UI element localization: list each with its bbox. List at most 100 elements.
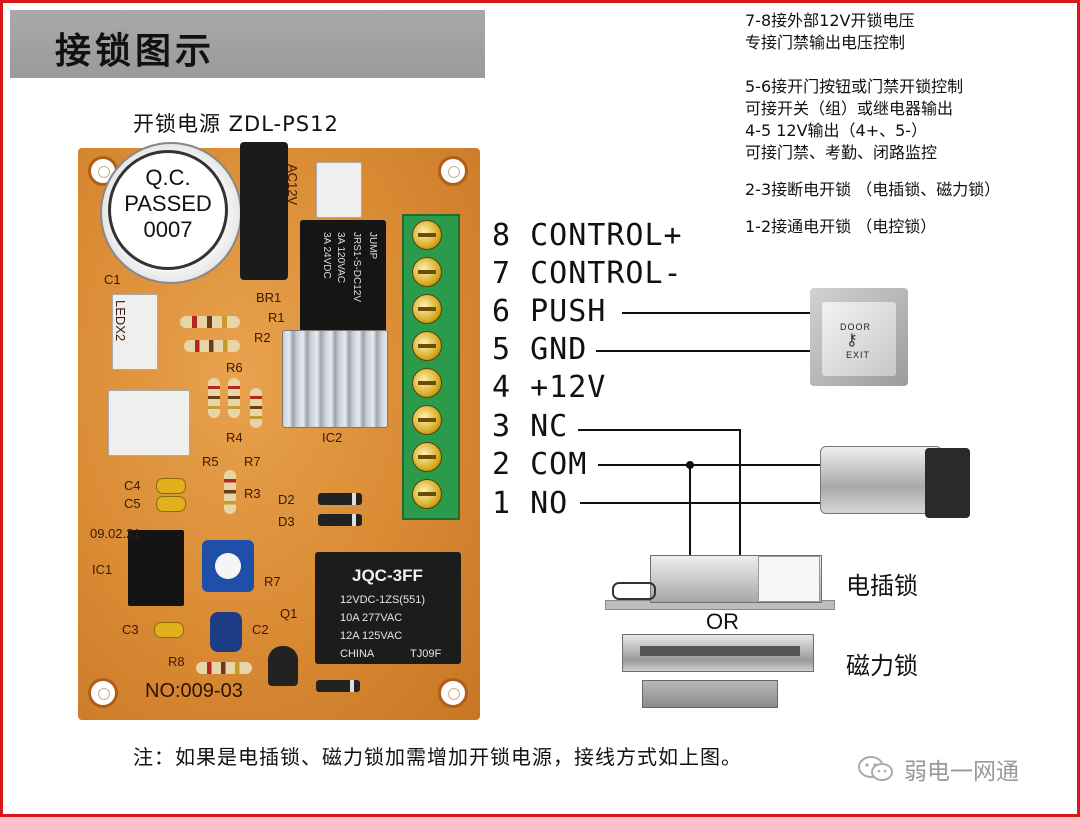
terminal-label-3: 3 NC bbox=[492, 409, 569, 444]
small-relay-text: JRS1-S-DC12V bbox=[351, 232, 362, 303]
board-number: NO:009-03 bbox=[145, 680, 243, 702]
capacitor bbox=[156, 478, 186, 494]
note-fail-safe: 2-3接断电开锁 （电插锁、磁力锁） bbox=[745, 179, 1065, 201]
resistor bbox=[180, 316, 240, 328]
note-line: 5-6接开门按钮或门禁开锁控制 bbox=[745, 77, 964, 96]
note-fail-secure: 1-2接通电开锁 （电控锁） bbox=[745, 216, 1065, 238]
transistor bbox=[268, 646, 298, 686]
psu-model-label: 开锁电源 ZDL-PS12 bbox=[133, 112, 339, 136]
terminal-screw-1 bbox=[412, 479, 442, 509]
terminal-screw-5 bbox=[412, 331, 442, 361]
resistor bbox=[184, 340, 240, 352]
ic-chip bbox=[128, 530, 184, 606]
small-relay-text: 3A 120VAC bbox=[335, 232, 346, 283]
note-line: 可接门禁、考勤、闭路监控 bbox=[745, 143, 938, 162]
note-line: 1-2接通电开锁 （电控锁） bbox=[745, 217, 937, 236]
silk-label: C2 bbox=[252, 622, 269, 637]
qc-text: 0007 bbox=[143, 217, 193, 242]
qc-text: Q.C. bbox=[145, 165, 191, 190]
bolt-lock-label bbox=[758, 556, 820, 602]
resistor bbox=[224, 470, 236, 514]
terminal-label-1: 1 NO bbox=[492, 486, 569, 521]
small-relay-brand: JUMP bbox=[367, 232, 378, 260]
silk-label: R2 bbox=[254, 330, 271, 345]
exit-button-top-text: DOOR bbox=[840, 322, 871, 332]
silk-label: R8 bbox=[168, 654, 185, 669]
diode bbox=[318, 514, 362, 526]
silk-label: 09.02.21 bbox=[90, 526, 141, 541]
silk-label: D3 bbox=[278, 514, 295, 529]
main-relay-text: 10A 277VAC bbox=[340, 612, 403, 624]
terminal-label-2: 2 COM bbox=[492, 447, 588, 482]
aux-connector bbox=[108, 390, 190, 456]
silk-label: R6 bbox=[226, 360, 243, 375]
silk-label: LEDX2 bbox=[113, 300, 128, 342]
mount-hole bbox=[438, 678, 468, 708]
silk-label: R7 bbox=[264, 574, 281, 589]
silk-label: IC1 bbox=[92, 562, 113, 577]
magnetic-lock-groove bbox=[640, 646, 800, 656]
wechat-icon bbox=[858, 756, 893, 781]
main-relay bbox=[315, 552, 461, 664]
main-relay-code: TJ09F bbox=[410, 648, 442, 660]
resistor bbox=[208, 378, 220, 418]
magnetic-lock-armature bbox=[642, 680, 778, 708]
electrolytic-capacitor bbox=[210, 612, 242, 652]
watermark: 弱电一网通 bbox=[904, 759, 1019, 785]
exit-button-face bbox=[822, 302, 896, 376]
diode bbox=[316, 680, 360, 692]
terminal-screw-4 bbox=[412, 368, 442, 398]
silk-label: R7 bbox=[244, 454, 261, 469]
silk-label: BR1 bbox=[256, 290, 282, 305]
potentiometer bbox=[202, 540, 254, 592]
silk-label: R5 bbox=[202, 454, 219, 469]
capacitor bbox=[156, 496, 186, 512]
diode bbox=[318, 493, 362, 505]
led-connector bbox=[112, 294, 158, 370]
exit-button-bottom-text: EXIT bbox=[846, 350, 871, 360]
silk-label: C3 bbox=[122, 622, 139, 637]
capacitor bbox=[154, 622, 184, 638]
strike-lock-end bbox=[925, 448, 970, 518]
main-relay-text: 12VDC-1ZS(551) bbox=[340, 594, 425, 606]
terminal-screw-2 bbox=[412, 442, 442, 472]
terminal-label-8: 8 CONTROL+ bbox=[492, 218, 683, 253]
note-push-button: 5-6接开门按钮或门禁开锁控制 可接开关（组）或继电器输出 4-5 12V输出（… bbox=[745, 76, 1065, 164]
note-line: 可接开关（组）或继电器输出 bbox=[745, 99, 954, 118]
silk-label: R4 bbox=[226, 430, 243, 445]
page-title: 接锁图示 bbox=[55, 31, 216, 72]
terminal-screw-8 bbox=[412, 220, 442, 250]
bolt-lock-wire-coil bbox=[612, 582, 656, 600]
silk-label: D2 bbox=[278, 492, 295, 507]
mount-hole bbox=[438, 156, 468, 186]
terminal-screw-7 bbox=[412, 257, 442, 287]
key-icon: ⚷ bbox=[846, 330, 858, 349]
main-relay-text: CHINA bbox=[340, 648, 375, 660]
main-relay-model: JQC-3FF bbox=[352, 566, 423, 585]
terminal-label-6: 6 PUSH bbox=[492, 294, 607, 329]
note-line: 4-5 12V输出（4+、5-） bbox=[745, 121, 928, 140]
ac-connector bbox=[316, 162, 362, 218]
note-line: 7-8接外部12V开锁电压 bbox=[745, 11, 915, 30]
electric-strike-lock bbox=[820, 446, 942, 514]
resistor bbox=[196, 662, 252, 674]
silk-label: Q1 bbox=[280, 606, 298, 621]
silk-label: R3 bbox=[244, 486, 261, 501]
silk-label: AC12V bbox=[285, 164, 300, 206]
mag-lock-label: 磁力锁 bbox=[846, 652, 918, 680]
or-label: OR bbox=[706, 609, 739, 634]
main-relay-text: 12A 125VAC bbox=[340, 630, 403, 642]
note-control-voltage: 7-8接外部12V开锁电压 专接门禁输出电压控制 bbox=[745, 10, 1065, 54]
fuse bbox=[240, 142, 288, 280]
silk-label: R1 bbox=[268, 310, 285, 325]
mount-hole bbox=[88, 678, 118, 708]
note-line: 专接门禁输出电压控制 bbox=[745, 33, 906, 52]
terminal-screw-6 bbox=[412, 294, 442, 324]
heatsink bbox=[282, 330, 388, 428]
resistor bbox=[228, 378, 240, 418]
title-bar bbox=[10, 10, 485, 78]
plug-lock-label: 电插锁 bbox=[846, 572, 918, 600]
qc-text: PASSED bbox=[124, 191, 212, 216]
terminal-label-7: 7 CONTROL- bbox=[492, 256, 683, 291]
